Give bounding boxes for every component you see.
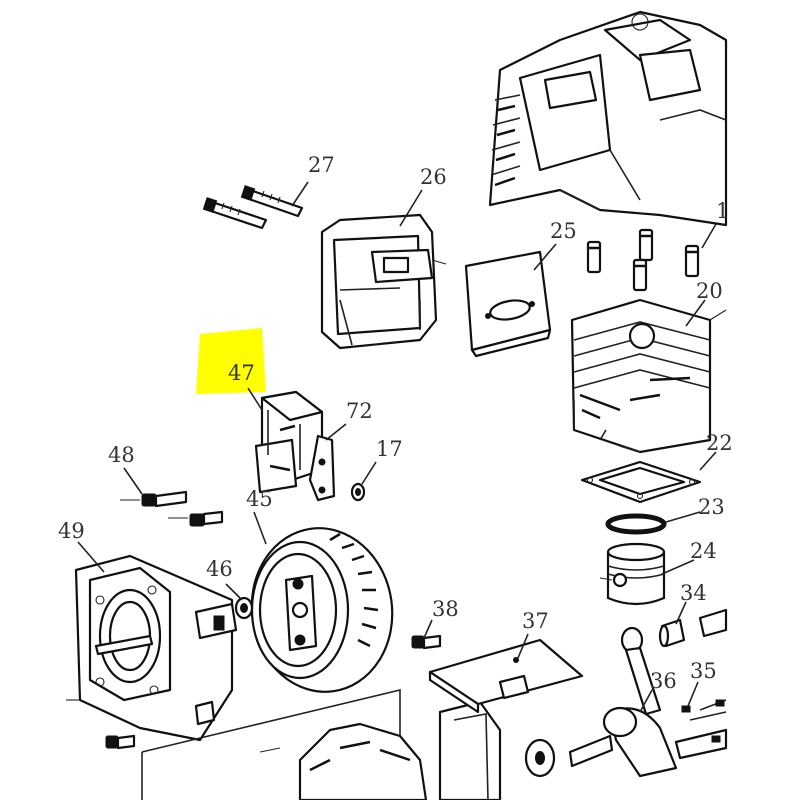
label-48: 48 <box>108 443 135 467</box>
screws-48 <box>120 490 224 527</box>
label-34: 34 <box>680 581 707 605</box>
label-27: 27 <box>308 153 335 177</box>
label-46: 46 <box>206 557 233 581</box>
nut-17 <box>350 482 366 502</box>
label-19: 1 <box>716 199 729 223</box>
plate-37 <box>428 638 584 714</box>
bearing-35 <box>681 699 725 743</box>
crankcase-box <box>141 688 556 800</box>
label-72: 72 <box>346 399 373 423</box>
ignition-coil-47 <box>254 390 336 502</box>
label-24: 24 <box>690 539 717 563</box>
muffler-26 <box>320 213 447 350</box>
base-gasket-22 <box>580 460 702 504</box>
label-37: 37 <box>522 609 549 633</box>
label-38: 38 <box>432 597 459 621</box>
gasket-25 <box>464 250 552 358</box>
bolt-27 <box>202 185 304 230</box>
cylinder-screws <box>586 228 700 292</box>
label-35: 35 <box>690 659 717 683</box>
label-25: 25 <box>550 219 577 243</box>
label-47: 47 <box>228 361 255 385</box>
label-26: 26 <box>420 165 447 189</box>
highlight-marker <box>196 328 266 394</box>
piston-24 <box>599 542 666 606</box>
fan-housing-49 <box>66 554 238 742</box>
label-22: 22 <box>706 431 733 455</box>
leader-lines <box>77 181 717 713</box>
label-20: 20 <box>696 279 723 303</box>
housing-screw <box>105 734 136 750</box>
label-45: 45 <box>246 487 273 511</box>
label-36: 36 <box>650 669 677 693</box>
woodruff-key-46 <box>234 596 254 620</box>
part-labels: 27 26 25 1 20 47 72 17 48 45 49 22 23 24… <box>58 153 733 693</box>
engine-cover <box>488 10 728 227</box>
label-23: 23 <box>698 495 725 519</box>
label-17: 17 <box>376 437 403 461</box>
piston-pin-34 <box>658 608 728 648</box>
flywheel-45 <box>250 527 394 693</box>
label-49: 49 <box>58 519 85 543</box>
cylinder-20 <box>570 298 727 454</box>
crankshaft-36 <box>568 626 728 778</box>
screw-38 <box>411 634 442 650</box>
piston-rings-23 <box>605 513 667 535</box>
